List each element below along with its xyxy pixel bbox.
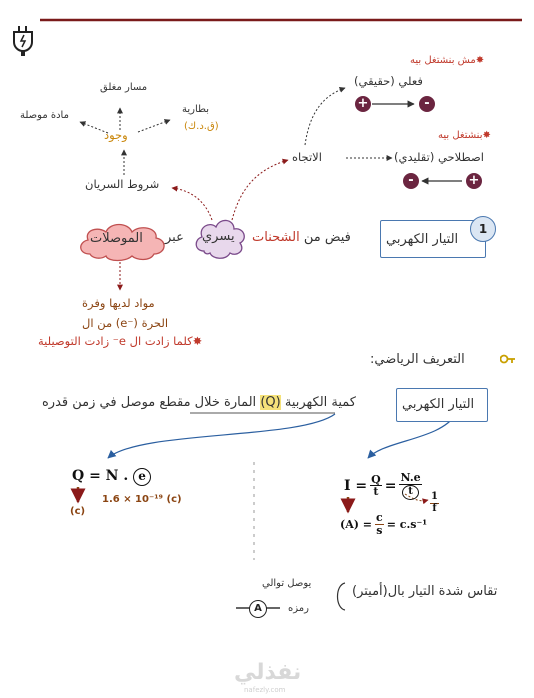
series-connection: يوصل توالي [262, 578, 312, 589]
existence-label: وجود [104, 128, 128, 142]
current-label: التيار الكهربي [386, 232, 459, 247]
current-label-2: التيار الكهربي [402, 397, 475, 412]
section-number-badge: 1 [470, 216, 496, 242]
charge-flow-text: فيض من الشحنات [252, 230, 351, 245]
battery-label: بطارية [182, 104, 210, 115]
e-circle: e [133, 468, 152, 486]
conductors-label: الموصلات [90, 231, 143, 246]
flows-label: يسري [202, 229, 235, 244]
math-definition-title: التعريف الرياضي: [370, 352, 465, 367]
conductive-material-label: مادة موصلة [20, 110, 69, 121]
plus-node: + [355, 96, 371, 112]
emf-label: (ق.د.ك) [184, 121, 219, 132]
charge-equation: Q = N . e [72, 468, 152, 486]
actual-direction-label: فعلي (حقيقي) [354, 74, 423, 88]
measure-text: تقاس شدة التيار بال(أميتر) [352, 584, 498, 599]
current-box [380, 220, 486, 258]
conventional-direction-label: اصطلاحي (تقليدي) [394, 150, 484, 164]
not-used-note: ✸مش بنشتغل بيه [410, 55, 485, 66]
material-line-1: مواد لديها وفرة [82, 296, 155, 310]
conductivity-note: ✸كلما زادت ال e⁻ زادت التوصيلية [38, 334, 203, 348]
conductors-cloud [80, 223, 165, 262]
flows-cloud [195, 219, 245, 259]
material-line-2: من ال (e⁻) الحرة [82, 316, 169, 330]
ammeter-symbol: A [249, 600, 267, 618]
t-circle: t [402, 484, 420, 500]
charge-unit: (c) [70, 506, 86, 517]
minus-node: - [419, 96, 435, 112]
closed-path-label: مسار مغلق [100, 82, 148, 93]
plug-icon [13, 26, 33, 56]
direction-label: الاتجاه [292, 150, 322, 164]
plus-node-2: + [466, 173, 482, 189]
watermark-logo: نفذلي [234, 660, 302, 685]
minus-node-2: - [403, 173, 419, 189]
key-icon [500, 354, 515, 364]
used-note: ✸بنشتغل بيه [438, 130, 491, 141]
through-label: عبر [165, 230, 184, 245]
watermark-url: nafezly.com [244, 686, 286, 694]
definition-text: كمية الكهربية (Q) المارة خلال مقطع موصل … [42, 395, 357, 410]
flow-conditions-label: شروط السريان [85, 177, 160, 191]
current-box-2 [396, 388, 488, 422]
electron-charge-value: 1.6 × 10⁻¹⁹ (c) [102, 494, 182, 505]
symbol-label: رمزه [288, 603, 309, 614]
